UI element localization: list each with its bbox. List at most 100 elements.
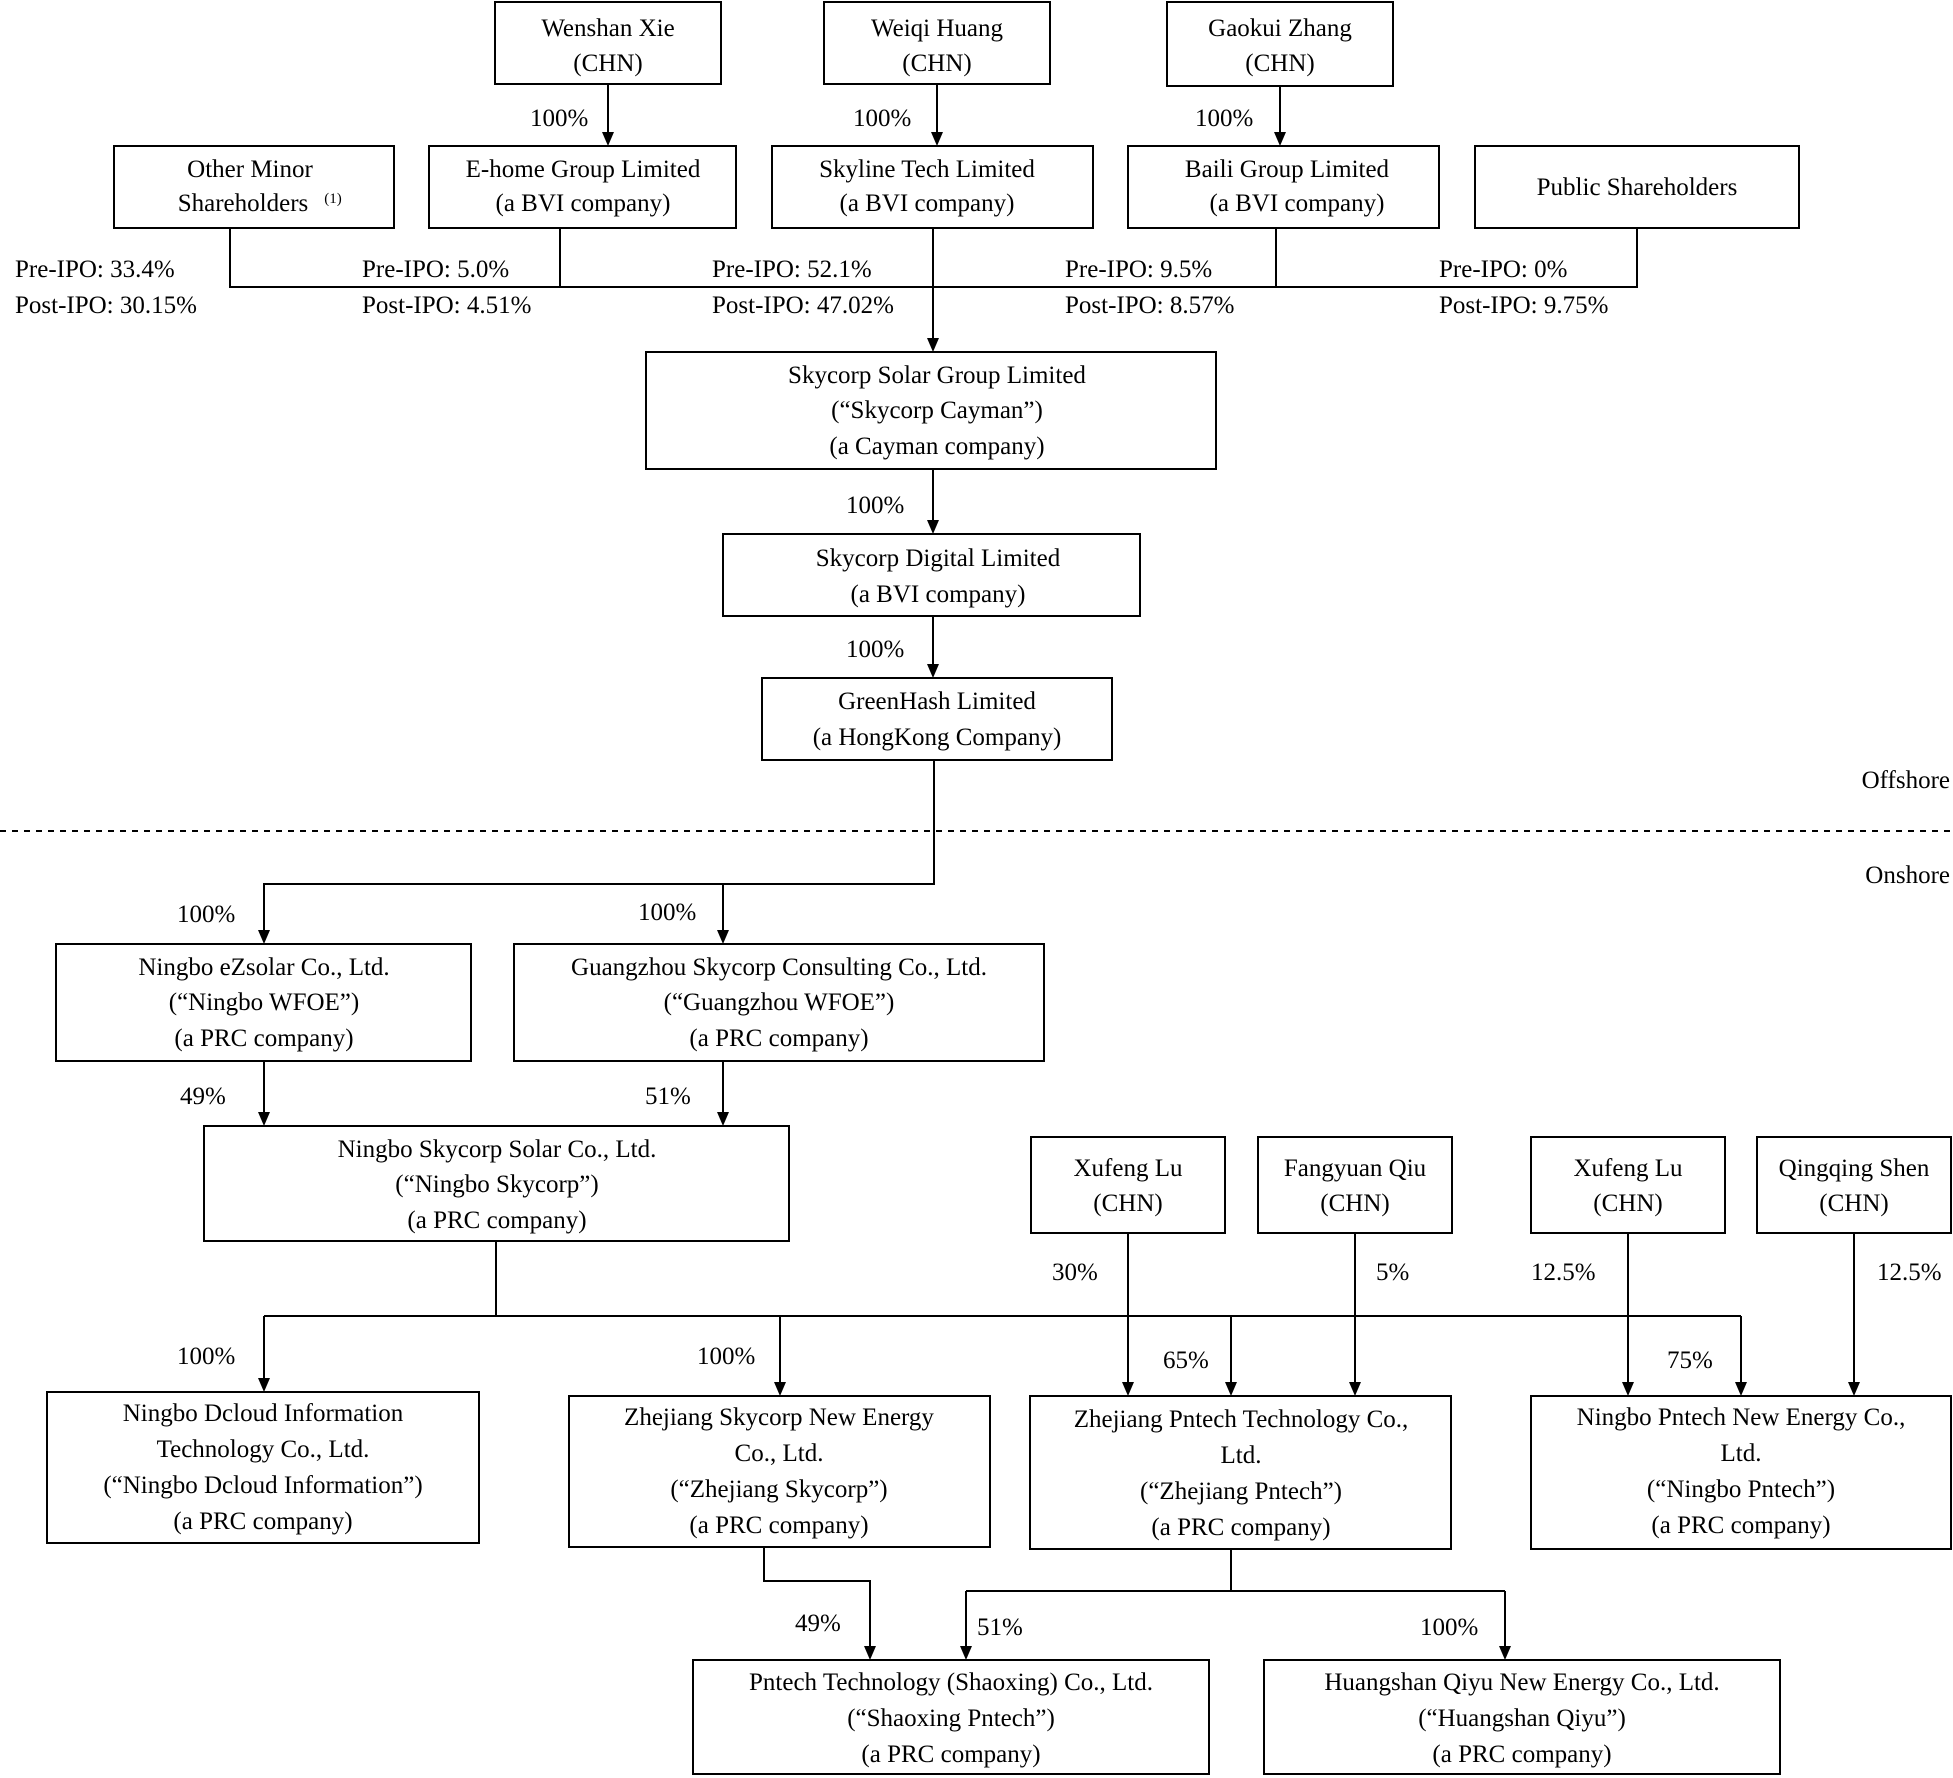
pct-lu2-ningbo-pntech: 12.5% <box>1531 1259 1596 1286</box>
svg-text:(a PRC company): (a PRC company) <box>689 1025 868 1052</box>
svg-text:(a PRC company): (a PRC company) <box>861 1741 1040 1768</box>
connector-greenhash-wfoes <box>258 760 935 944</box>
svg-text:(CHN): (CHN) <box>573 50 642 77</box>
connector-huang-skyline <box>931 84 943 146</box>
svg-text:(a PRC company): (a PRC company) <box>174 1025 353 1052</box>
entity-ningbo-skycorp: Ningbo Skycorp Solar Co., Ltd. (“Ningbo … <box>203 1125 790 1242</box>
svg-text:(“Ningbo Dcloud Information”): (“Ningbo Dcloud Information”) <box>103 1472 422 1499</box>
connector-shen-ningbo-pntech <box>1848 1233 1860 1396</box>
svg-text:(CHN): (CHN) <box>1593 1190 1662 1217</box>
entity-qingqing-shen: Qingqing Shen (CHN) <box>1756 1136 1952 1234</box>
pct-skycorp-dcloud: 100% <box>177 1343 235 1370</box>
svg-text:(“Skycorp Cayman”): (“Skycorp Cayman”) <box>831 397 1043 424</box>
svg-text:(“Zhejiang Skycorp”): (“Zhejiang Skycorp”) <box>670 1476 887 1503</box>
pct-other-post: Post-IPO: 30.15% <box>15 292 197 319</box>
entity-zhejiang-skycorp: Zhejiang Skycorp New Energy Co., Ltd. (“… <box>568 1395 991 1548</box>
connector-qiu-zhejiang-pntech <box>1349 1233 1361 1396</box>
connector-zhang-baili <box>1274 86 1286 146</box>
svg-text:Xufeng Lu: Xufeng Lu <box>1574 1155 1683 1182</box>
svg-text:Qingqing Shen: Qingqing Shen <box>1779 1155 1930 1182</box>
entity-public-shareholders: Public Shareholders <box>1474 145 1800 229</box>
entity-xufeng-lu-1: Xufeng Lu (CHN) <box>1030 1136 1226 1234</box>
svg-text:(a PRC company): (a PRC company) <box>689 1512 868 1539</box>
connector-lu2-ningbo-pntech <box>1622 1233 1634 1396</box>
pct-zhang-baili: 100% <box>1195 105 1253 132</box>
entity-gaokui-zhang: Gaokui Zhang (CHN) <box>1166 1 1394 87</box>
pct-qiu-zhejiang-pntech: 5% <box>1376 1259 1409 1286</box>
connector-xie-ehome <box>602 84 614 146</box>
entity-ningbo-dcloud: Ningbo Dcloud Information Technology Co.… <box>46 1391 480 1544</box>
svg-text:Pntech Technology (Shaoxing) C: Pntech Technology (Shaoxing) Co., Ltd. <box>749 1669 1153 1696</box>
pct-huang-skyline: 100% <box>853 105 911 132</box>
svg-text:Gaokui Zhang: Gaokui Zhang <box>1208 15 1352 42</box>
entity-ningbo-wfoe: Ningbo eZsolar Co., Ltd. (“Ningbo WFOE”)… <box>55 943 472 1062</box>
pct-baili-post: Post-IPO: 8.57% <box>1065 292 1234 319</box>
entity-huangshan-qiyu: Huangshan Qiyu New Energy Co., Ltd. (“Hu… <box>1263 1659 1781 1775</box>
pct-zhejiang-pntech-huangshan: 100% <box>1420 1614 1478 1641</box>
entity-greenhash: GreenHash Limited (a HongKong Company) <box>761 677 1113 761</box>
pct-public-pre: Pre-IPO: 0% <box>1439 256 1567 283</box>
svg-text:Ningbo eZsolar Co., Ltd.: Ningbo eZsolar Co., Ltd. <box>138 954 389 981</box>
pct-zhejiang-pntech-shaoxing: 51% <box>977 1614 1023 1641</box>
svg-text:Fangyuan Qiu: Fangyuan Qiu <box>1284 1155 1427 1182</box>
svg-text:(“Guangzhou WFOE”): (“Guangzhou WFOE”) <box>664 989 895 1016</box>
svg-text:Other Minor: Other Minor <box>187 156 313 183</box>
pct-zhejiang-skycorp-shaoxing: 49% <box>795 1610 841 1637</box>
connector-cayman-digital <box>927 469 939 534</box>
svg-text:(a BVI company): (a BVI company) <box>840 190 1015 217</box>
svg-text:Ltd.: Ltd. <box>1721 1440 1762 1467</box>
svg-text:(CHN): (CHN) <box>1320 1190 1389 1217</box>
svg-text:Xufeng Lu: Xufeng Lu <box>1074 1155 1183 1182</box>
svg-text:(“Huangshan Qiyu”): (“Huangshan Qiyu”) <box>1418 1705 1626 1732</box>
entity-guangzhou-wfoe: Guangzhou Skycorp Consulting Co., Ltd. (… <box>513 943 1045 1062</box>
svg-text:(“Shaoxing Pntech”): (“Shaoxing Pntech”) <box>847 1705 1055 1732</box>
svg-text:(“Zhejiang Pntech”): (“Zhejiang Pntech”) <box>1140 1478 1342 1505</box>
svg-text:Zhejiang Pntech Technology Co.: Zhejiang Pntech Technology Co., <box>1074 1406 1409 1433</box>
svg-text:Skycorp Solar Group Limited: Skycorp Solar Group Limited <box>788 362 1086 389</box>
entity-skycorp-cayman: Skycorp Solar Group Limited (“Skycorp Ca… <box>645 351 1217 470</box>
pct-baili-pre: Pre-IPO: 9.5% <box>1065 256 1212 283</box>
entity-ehome-group: E-home Group Limited (a BVI company) <box>428 145 737 229</box>
svg-text:Ltd.: Ltd. <box>1221 1442 1262 1469</box>
connector-digital-greenhash <box>927 616 939 678</box>
pct-cayman-digital: 100% <box>846 492 904 519</box>
connector-zhejiang-pntech-bottom <box>960 1549 1511 1660</box>
svg-text:Skycorp Digital Limited: Skycorp Digital Limited <box>816 545 1061 572</box>
connector-ningbo-skycorp-subsidiaries <box>258 1241 1747 1396</box>
entity-skycorp-digital: Skycorp Digital Limited (a BVI company) <box>722 533 1141 617</box>
svg-text:Baili Group Limited: Baili Group Limited <box>1185 156 1390 183</box>
connector-shareholders-bus <box>229 228 1638 352</box>
pct-skyline-pre: Pre-IPO: 52.1% <box>712 256 872 283</box>
svg-text:(CHN): (CHN) <box>1093 1190 1162 1217</box>
svg-text:Zhejiang Skycorp New Energy: Zhejiang Skycorp New Energy <box>624 1404 934 1431</box>
entity-fangyuan-qiu: Fangyuan Qiu (CHN) <box>1257 1136 1453 1234</box>
svg-text:Technology Co., Ltd.: Technology Co., Ltd. <box>157 1436 370 1463</box>
svg-text:(a PRC company): (a PRC company) <box>173 1508 352 1535</box>
pct-greenhash-ningbo-wfoe: 100% <box>177 901 235 928</box>
onshore-label: Onshore <box>1865 862 1950 889</box>
pct-ehome-post: Post-IPO: 4.51% <box>362 292 531 319</box>
pct-shen-ningbo-pntech: 12.5% <box>1877 1259 1942 1286</box>
pct-skyline-post: Post-IPO: 47.02% <box>712 292 894 319</box>
svg-text:(a HongKong Company): (a HongKong Company) <box>813 724 1062 751</box>
svg-text:Guangzhou Skycorp Consulting C: Guangzhou Skycorp Consulting Co., Ltd. <box>571 954 987 981</box>
svg-text:GreenHash Limited: GreenHash Limited <box>838 688 1036 715</box>
svg-text:Ningbo Skycorp Solar Co., Ltd.: Ningbo Skycorp Solar Co., Ltd. <box>338 1136 657 1163</box>
entity-other-minor-shareholders: Other Minor Shareholders (1) <box>113 145 395 229</box>
connector-zhejiang-skycorp-shaoxing <box>763 1547 876 1660</box>
connector-lu1-zhejiang-pntech <box>1122 1233 1134 1396</box>
pct-skycorp-zhejiang-pntech: 65% <box>1163 1347 1209 1374</box>
svg-text:Ningbo Dcloud Information: Ningbo Dcloud Information <box>123 1400 404 1427</box>
pct-ehome-pre: Pre-IPO: 5.0% <box>362 256 509 283</box>
pct-guangzhou-wfoe-skycorp: 51% <box>645 1083 691 1110</box>
svg-text:(a Cayman company): (a Cayman company) <box>829 433 1044 460</box>
pct-public-post: Post-IPO: 9.75% <box>1439 292 1608 319</box>
pct-skycorp-ningbo-pntech: 75% <box>1667 1347 1713 1374</box>
svg-text:Co., Ltd.: Co., Ltd. <box>735 1440 824 1467</box>
connector-wfoes-ningbo-skycorp <box>258 1061 729 1126</box>
svg-text:Skyline Tech Limited: Skyline Tech Limited <box>819 156 1035 183</box>
svg-text:(“Ningbo Pntech”): (“Ningbo Pntech”) <box>1647 1476 1835 1503</box>
offshore-label: Offshore <box>1862 767 1950 794</box>
svg-text:E-home Group Limited: E-home Group Limited <box>466 156 701 183</box>
